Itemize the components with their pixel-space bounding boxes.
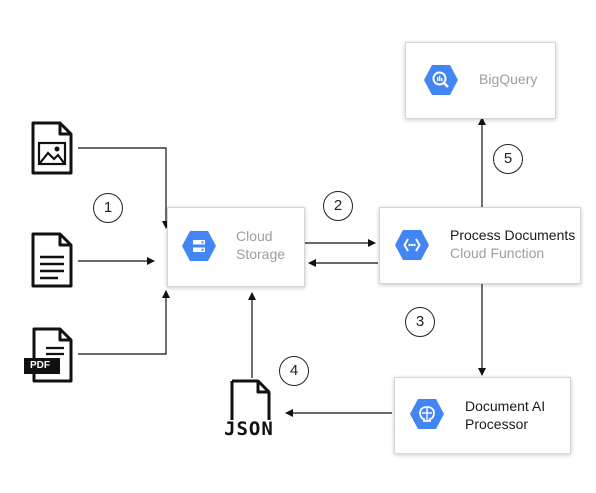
bigquery-node[interactable]: BigQuery xyxy=(405,42,556,119)
cloud-storage-node[interactable]: Cloud Storage xyxy=(167,207,305,287)
text-file-icon xyxy=(31,232,73,288)
bigquery-icon xyxy=(424,65,458,95)
cloud-function-label-1: Process Documents xyxy=(450,227,576,243)
cloud-storage-label-2: Storage xyxy=(236,246,286,262)
cloud-function-icon xyxy=(395,230,429,260)
document-ai-label-1: Document AI xyxy=(465,398,546,414)
bigquery-label: BigQuery xyxy=(479,71,538,87)
step-3-badge: 3 xyxy=(405,307,435,337)
document-ai-icon xyxy=(410,399,444,429)
step-1-badge: 1 xyxy=(93,193,123,223)
document-ai-node[interactable]: Document AI Processor xyxy=(394,377,571,454)
cloud-function-node[interactable]: Process Documents Cloud Function xyxy=(379,207,581,284)
step-2-badge: 2 xyxy=(323,191,353,221)
document-ai-label-2: Processor xyxy=(465,416,529,432)
cloud-storage-label-1: Cloud xyxy=(236,228,273,244)
image-file-icon xyxy=(31,121,73,175)
pdf-file-icon: PDF xyxy=(24,326,78,384)
pdf-badge-label: PDF xyxy=(30,360,50,371)
arrow-image-to-storage xyxy=(78,147,170,229)
json-label: JSON xyxy=(224,418,274,440)
cloud-function-label-2: Cloud Function xyxy=(450,245,545,261)
arrow-pdf-to-storage xyxy=(78,290,170,355)
json-file-icon: JSON xyxy=(220,378,286,440)
cloud-storage-icon xyxy=(182,231,216,261)
step-4-badge: 4 xyxy=(279,356,309,386)
step-5-badge: 5 xyxy=(493,144,523,174)
